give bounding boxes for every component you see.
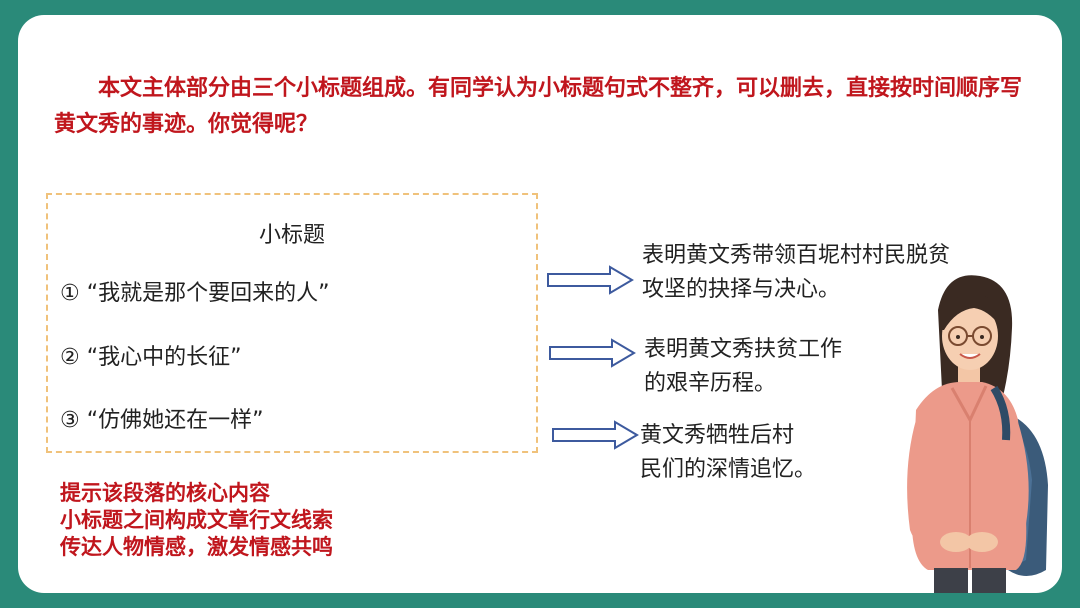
description-2: 表明黄文秀扶贫工作 的艰辛历程。 [644, 333, 842, 401]
subtitle-item-3: ③ “仿佛她还在一样” [60, 402, 264, 434]
hint-item-1: 提示该段落的核心内容 [60, 480, 333, 507]
slide-card: 本文主体部分由三个小标题组成。有同学认为小标题句式不整齐，可以删去，直接按时间顺… [18, 15, 1062, 593]
subtitle-item-2: ② “我心中的长征” [60, 339, 242, 371]
box-title: 小标题 [48, 217, 536, 249]
description-1-line-1: 表明黄文秀带领百坭村村民脱贫 [642, 239, 950, 273]
arrow-right-icon [548, 338, 636, 368]
description-3-line-2: 民们的深情追忆。 [640, 453, 816, 487]
arrow-right-icon [551, 420, 639, 450]
description-3: 黄文秀牺牲后村 民们的深情追忆。 [640, 419, 816, 487]
student-illustration [876, 270, 1062, 593]
subtitle-box: 小标题 ① “我就是那个要回来的人” ② “我心中的长征” ③ “仿佛她还在一样… [46, 193, 538, 453]
hint-item-2: 小标题之间构成文章行文线索 [60, 507, 333, 534]
hint-list: 提示该段落的核心内容 小标题之间构成文章行文线索 传达人物情感，激发情感共鸣 [60, 480, 333, 561]
question-text: 本文主体部分由三个小标题组成。有同学认为小标题句式不整齐，可以删去，直接按时间顺… [54, 71, 1034, 143]
description-2-line-1: 表明黄文秀扶贫工作 [644, 333, 842, 367]
hint-item-3: 传达人物情感，激发情感共鸣 [60, 534, 333, 561]
subtitle-item-1: ① “我就是那个要回来的人” [60, 275, 330, 307]
description-3-line-1: 黄文秀牺牲后村 [640, 419, 816, 453]
description-2-line-2: 的艰辛历程。 [644, 367, 842, 401]
arrow-right-icon [546, 265, 634, 295]
